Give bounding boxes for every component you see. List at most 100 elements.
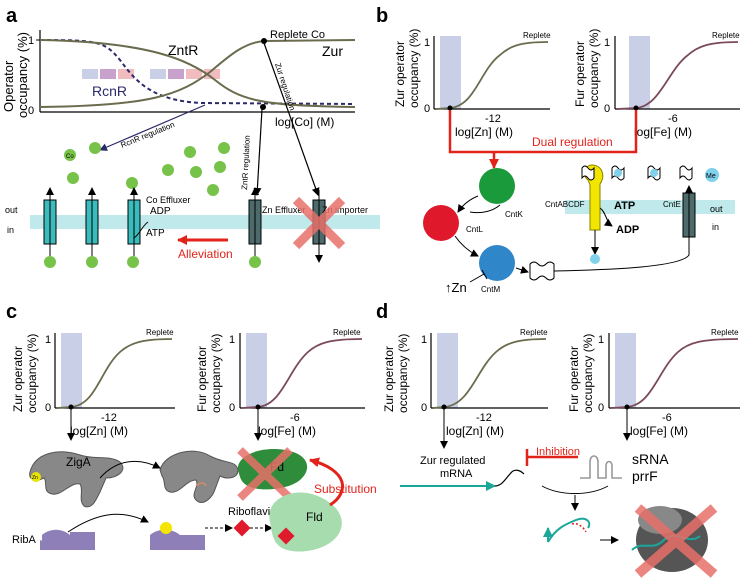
ziga-protein bbox=[29, 451, 124, 508]
zntr-curve bbox=[39, 39, 356, 108]
a-rcnr-regulation: RcnR regulation bbox=[119, 120, 176, 150]
panel-b: b 1 0 Zur operator occupancy (%) Replete… bbox=[376, 5, 740, 295]
a-in-label: in bbox=[7, 225, 14, 235]
cntk-circle bbox=[479, 168, 515, 204]
b-fur-tick-1: 1 bbox=[604, 37, 610, 49]
zn-importer-cross bbox=[292, 196, 346, 250]
b-cntk: CntK bbox=[505, 210, 523, 219]
a-zntr-label: ZntR bbox=[168, 42, 198, 58]
c-zur-replete: Replete bbox=[146, 328, 174, 337]
co-effluxers bbox=[43, 187, 149, 256]
panel-letter-c: c bbox=[6, 301, 17, 323]
zur-curve bbox=[39, 39, 356, 108]
b-fur-x-tick: -6 bbox=[668, 113, 678, 125]
fd-cross bbox=[237, 447, 293, 501]
panel-a: a 1 0 Operator occupancy (%) log[Co] (M)… bbox=[1, 5, 380, 268]
ribosome-cross bbox=[634, 504, 718, 578]
d-zur-tick-1: 1 bbox=[421, 334, 427, 346]
a-y-axis-line1: Operator bbox=[1, 60, 16, 112]
cntm-circle bbox=[479, 245, 515, 281]
a-x-axis: log[Co] (M) bbox=[275, 115, 334, 129]
c-fur-tick-1: 1 bbox=[229, 334, 235, 346]
d-fur-y2: occupancy (%) bbox=[581, 334, 595, 413]
d-inhibition-label: Inhibition bbox=[536, 446, 580, 458]
b-fur-plot: 1 0 Fur operator occupancy (%) Replete -… bbox=[573, 29, 740, 139]
d-zur-replete: Replete bbox=[520, 328, 548, 337]
c-substitution-label: Substitution bbox=[314, 482, 377, 496]
a-co-effluxer-label: Co Effluxer bbox=[146, 195, 190, 205]
c-zur-x-axis: log[Zn] (M) bbox=[70, 424, 128, 438]
d-mrna-line1: Zur regulated bbox=[420, 455, 485, 467]
c-fur-replete: Replete bbox=[333, 328, 361, 337]
srna-hairpins bbox=[580, 455, 622, 479]
panel-letter-b: b bbox=[376, 5, 388, 27]
d-mrna-line2: mRNA bbox=[440, 468, 473, 480]
d-fur-tick-1: 1 bbox=[598, 334, 604, 346]
b-fur-x-axis: log[Fe] (M) bbox=[634, 125, 692, 139]
c-zur-x-tick: -12 bbox=[101, 412, 117, 424]
c-fur-plot: 1 0 Fur operator occupancy (%) Replete -… bbox=[195, 328, 365, 441]
ziga-protein-2 bbox=[159, 450, 239, 503]
c-fur-x-axis: log[Fe] (M) bbox=[258, 424, 316, 438]
a-rcnr-label: RcnR bbox=[92, 83, 127, 99]
d-fur-tick-0: 0 bbox=[598, 402, 604, 414]
b-zn-label: ↑Zn bbox=[445, 280, 467, 295]
a-replete-label: Replete Co bbox=[270, 29, 325, 41]
riboflavin-diamond bbox=[233, 519, 251, 537]
b-cntm: CntM bbox=[481, 285, 500, 294]
b-atp: ATP bbox=[614, 200, 635, 212]
dual-regulation-connector bbox=[448, 110, 638, 154]
b-zur-plot: 1 0 Zur operator occupancy (%) Replete -… bbox=[393, 29, 551, 139]
b-zur-tick-0: 0 bbox=[424, 103, 430, 115]
a-membrane bbox=[30, 215, 380, 229]
d-fur-x-axis: log[Fe] (M) bbox=[630, 424, 688, 438]
d-fur-y1: Fur operator bbox=[567, 346, 581, 412]
a-co-ball-label: Co bbox=[66, 154, 74, 160]
c-zur-y2: occupancy (%) bbox=[25, 334, 39, 413]
c-fur-y2: occupancy (%) bbox=[209, 334, 223, 413]
d-zur-y2: occupancy (%) bbox=[396, 334, 410, 413]
cntl-circle bbox=[423, 205, 459, 241]
c-fld-label: Fld bbox=[306, 510, 323, 524]
b-adp: ADP bbox=[616, 224, 639, 236]
a-atp-label: ATP bbox=[146, 228, 165, 239]
a-zn-effluxer-label: Zn Effluxer bbox=[262, 205, 305, 215]
a-tick-0: 0 bbox=[28, 105, 34, 117]
d-zur-plot: 1 0 Zur operator occupancy (%) Replete -… bbox=[382, 328, 548, 449]
rcnr-regulation-arrow bbox=[99, 104, 206, 151]
b-fur-y1: Fur operator bbox=[573, 41, 587, 107]
a-adp-label: ADP bbox=[150, 206, 171, 217]
c-fur-x-tick: -6 bbox=[290, 412, 300, 424]
c-zur-plot: 1 0 Zur operator occupancy (%) Replete -… bbox=[11, 328, 175, 441]
b-in-label: in bbox=[712, 222, 719, 232]
a-out-label: out bbox=[5, 205, 18, 215]
c-riba-label: RibA bbox=[12, 534, 37, 546]
b-me-label: Me bbox=[706, 173, 716, 180]
d-srna-line1: sRNA bbox=[632, 451, 669, 467]
d-fur-plot: 1 0 Fur operator occupancy (%) Replete -… bbox=[567, 328, 740, 441]
zntr-regulation-arrow bbox=[253, 108, 263, 196]
b-dual-regulation: Dual regulation bbox=[532, 135, 613, 149]
d-zur-x-tick: -12 bbox=[476, 412, 492, 424]
panel-d: d 1 0 Zur operator occupancy (%) Replete… bbox=[376, 301, 740, 578]
a-tick-1: 1 bbox=[28, 35, 34, 47]
b-cntl: CntL bbox=[466, 225, 483, 234]
b-fur-y2: occupancy (%) bbox=[587, 29, 601, 108]
a-zur-label: Zur bbox=[322, 43, 343, 59]
b-zur-y2: occupancy (%) bbox=[407, 29, 421, 108]
c-fur-y1: Fur operator bbox=[195, 346, 209, 412]
b-zur-x-tick: -12 bbox=[485, 113, 501, 125]
d-zur-tick-0: 0 bbox=[421, 402, 427, 414]
c-zn-label: Zn bbox=[32, 475, 38, 481]
a-y-axis-line2: occupancy (%) bbox=[15, 32, 30, 118]
panel-c: c 1 0 Zur operator occupancy (%) Replete… bbox=[6, 301, 377, 552]
d-fur-replete: Replete bbox=[711, 328, 739, 337]
c-zur-y1: Zur operator bbox=[11, 346, 25, 412]
c-riboflavin-label: Riboflavin bbox=[228, 506, 276, 518]
d-zur-y1: Zur operator bbox=[382, 346, 396, 412]
d-fur-x-tick: -6 bbox=[662, 412, 672, 424]
panel-letter-d: d bbox=[376, 301, 388, 323]
d-zur-x-axis: log[Zn] (M) bbox=[446, 424, 504, 438]
b-out-label: out bbox=[710, 204, 723, 214]
